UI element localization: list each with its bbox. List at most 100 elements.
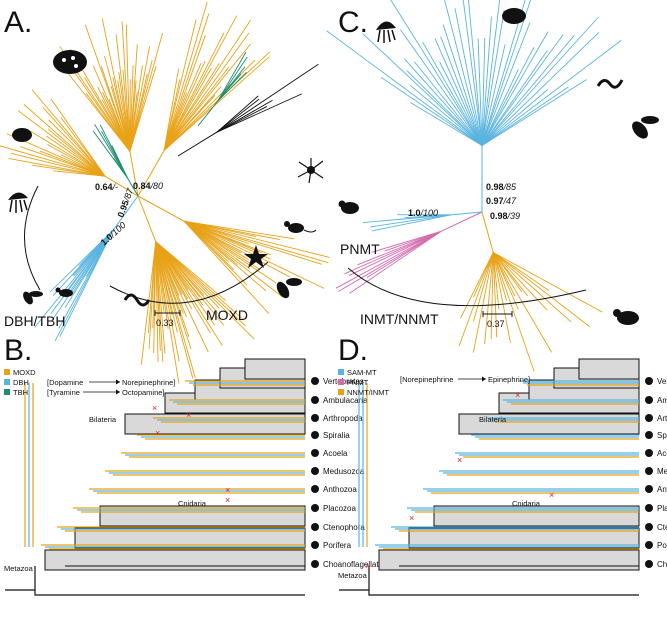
tree-branch — [481, 34, 564, 146]
taxon-icon — [645, 523, 653, 531]
legend-label-tbh: TBH — [13, 388, 28, 397]
species-branch — [124, 413, 306, 435]
tree-branch — [30, 130, 106, 177]
svg-text:0.84/80: 0.84/80 — [133, 181, 163, 191]
tree-branch — [129, 46, 151, 152]
tree-branch — [492, 252, 535, 372]
tree-branch — [492, 252, 507, 301]
legend-label-sam-mt: SAM-MT — [347, 368, 377, 377]
tree-branch — [481, 34, 575, 146]
tree-branch — [50, 229, 114, 292]
tree-branch — [216, 98, 260, 133]
tree-branch — [163, 60, 206, 151]
taxon-icon — [311, 504, 319, 512]
tree-branch — [216, 99, 273, 133]
tree-branch — [54, 229, 114, 342]
taxon-icon — [645, 485, 653, 493]
clade-label-moxd: MOXD — [206, 307, 248, 323]
species-tree-d: ××××× — [339, 358, 640, 596]
sponge-icon — [502, 8, 526, 24]
tree-branch — [481, 16, 599, 146]
species-branch — [44, 549, 306, 571]
fly-icon — [632, 116, 659, 139]
tree-branch — [404, 58, 483, 146]
taxon-icon — [311, 449, 319, 457]
tree-branch — [163, 32, 225, 151]
tree-branch — [147, 241, 157, 333]
taxon-icon — [645, 504, 653, 512]
taxon-icon — [311, 485, 319, 493]
taxon-icon — [311, 467, 319, 475]
taxon-icon — [311, 377, 319, 385]
tree-branch — [163, 2, 208, 151]
svg-text:0.98/85: 0.98/85 — [486, 182, 517, 192]
tree-branch — [23, 104, 106, 177]
taxon-icon — [311, 523, 319, 531]
sponge-icon — [53, 50, 87, 74]
tree-branch — [184, 220, 295, 240]
gene-loss-mark: × — [152, 403, 157, 413]
jellyfish-icon — [376, 21, 396, 43]
gene-loss-mark: × — [365, 561, 370, 571]
tree-branch — [155, 241, 211, 334]
support-value: 0.84/80 — [133, 181, 163, 191]
tree-branch — [163, 15, 238, 151]
tree-branch — [183, 220, 291, 278]
tree-branch — [183, 220, 329, 264]
tree-branch — [163, 19, 197, 151]
tree-branch — [155, 241, 194, 379]
choanoflagellate-icon — [297, 158, 324, 184]
taxa-list-b: VertebratesAmbulacariaArthropodaSpiralia… — [311, 377, 387, 569]
tree-branch — [492, 252, 548, 311]
taxon-label: Ctenophora — [323, 523, 365, 532]
taxon-icon — [311, 396, 319, 404]
taxon-label: Arthropoda — [657, 414, 667, 423]
tree-branch — [163, 19, 252, 151]
tree-branch — [217, 56, 248, 102]
species-branch — [74, 527, 306, 549]
tree-branch — [20, 146, 106, 177]
support-value: 1.0/100 — [99, 220, 128, 248]
svg-text:0.97/47: 0.97/47 — [486, 196, 517, 206]
tree-branch — [183, 220, 267, 292]
taxa-list-d: VertebratesAmbulacariaArthropodaSpiralia… — [645, 377, 667, 569]
tree-branch — [129, 65, 143, 152]
clade-label-dbh-tbh: DBH/TBH — [4, 313, 65, 329]
legend-swatch-dbh — [4, 379, 10, 385]
node-label-cnidaria: Cnidaria — [512, 499, 541, 508]
tree-branch — [357, 231, 442, 266]
support-value: 1.0/100 — [408, 208, 438, 218]
tree-branch — [129, 65, 134, 152]
tree-branch — [155, 241, 192, 350]
tree-branch — [481, 16, 492, 146]
tree-branch — [472, 252, 494, 353]
taxon-icon — [311, 541, 319, 549]
node-label-bilateria: Bilateria — [89, 415, 117, 424]
legend-label-pnmt: PNMT — [347, 378, 369, 387]
taxon-label: Porifera — [323, 541, 352, 550]
tree-branch — [492, 252, 591, 328]
tree-branch — [492, 252, 523, 293]
reaction-norepinephrine: [Norepinephrine — [400, 375, 453, 384]
tree-branch — [100, 66, 131, 152]
taxon-icon — [311, 431, 319, 439]
unrooted-tree-c — [326, 0, 622, 372]
gene-loss-mark: × — [155, 428, 160, 438]
tree-branch — [125, 24, 131, 152]
tree-branch — [434, 38, 483, 146]
tree-branch — [46, 135, 106, 177]
mouse-icon — [284, 221, 317, 233]
tree-branch — [183, 220, 283, 298]
gene-loss-mark: × — [457, 455, 462, 465]
tree-branch — [155, 241, 247, 327]
panel-b: B. ××××× MOXD DBH TBH [Dopamine Norepine… — [4, 334, 387, 596]
taxon-icon — [311, 414, 319, 422]
taxon-icon — [645, 377, 653, 385]
taxon-icon — [645, 541, 653, 549]
tree-branch — [101, 18, 131, 152]
tree-branch — [454, 8, 483, 146]
tree-branch — [362, 33, 483, 146]
tree-branch — [112, 195, 139, 231]
species-tree-b: ××××× — [5, 358, 306, 596]
